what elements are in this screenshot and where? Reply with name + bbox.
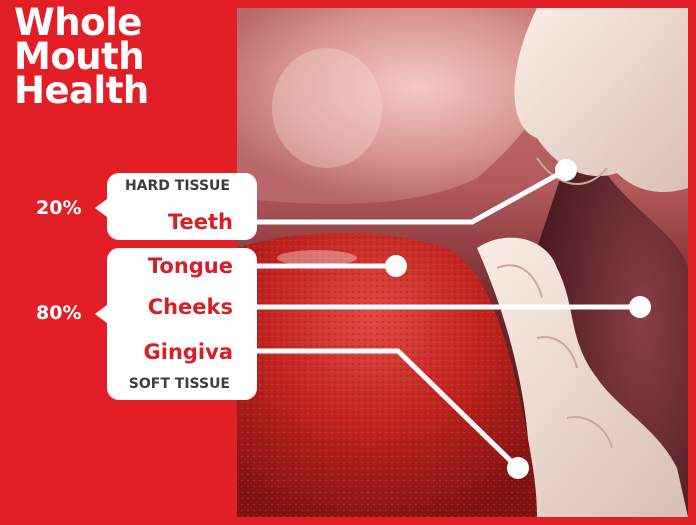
dot-gingiva — [507, 457, 529, 479]
dot-teeth — [555, 159, 577, 181]
dot-cheeks — [629, 296, 651, 318]
leader-gingiva — [236, 351, 518, 468]
leader-teeth — [236, 170, 566, 222]
dot-tongue — [385, 255, 407, 277]
